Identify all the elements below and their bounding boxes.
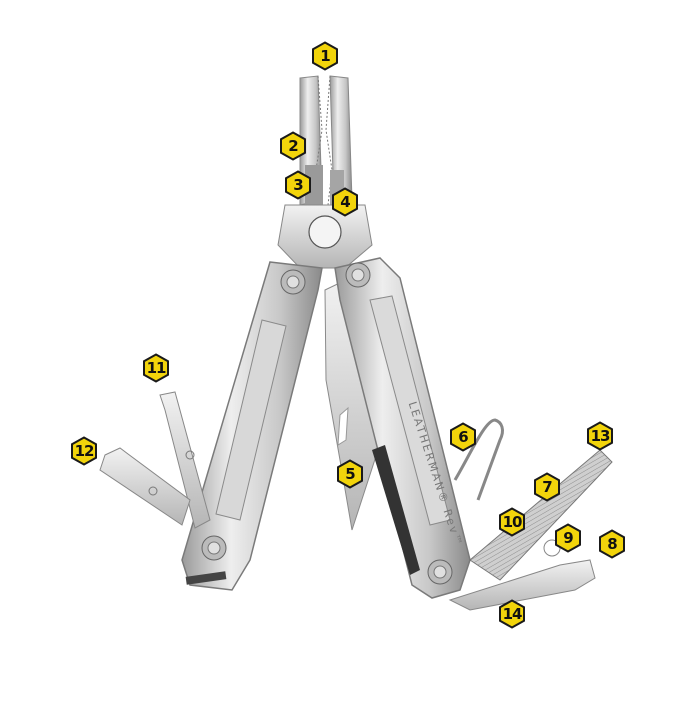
callout-number: 12 — [74, 442, 95, 460]
screwdriver-bits — [99, 391, 211, 529]
callout-number: 1 — [320, 47, 330, 65]
hexagon-icon — [450, 422, 476, 452]
hexagon-icon — [280, 131, 306, 161]
hexagon-icon — [587, 421, 613, 451]
hexagon-icon — [555, 523, 581, 553]
callout-number: 13 — [590, 427, 611, 445]
callout-number: 5 — [345, 465, 355, 483]
callout-number: 8 — [607, 535, 617, 553]
right-handle — [334, 257, 471, 599]
callout-badge-12[interactable]: 12 — [70, 436, 98, 466]
callout-badge-10[interactable]: 10 — [498, 507, 526, 537]
hexagon-icon — [312, 41, 338, 71]
callout-number: 7 — [542, 478, 552, 496]
callout-badge-6[interactable]: 6 — [449, 422, 477, 452]
callout-number: 6 — [458, 428, 468, 446]
callout-badge-3[interactable]: 3 — [284, 170, 312, 200]
hexagon-icon — [499, 507, 525, 537]
callout-badge-4[interactable]: 4 — [331, 187, 359, 217]
hexagon-icon — [534, 472, 560, 502]
callout-number: 14 — [502, 605, 523, 623]
hexagon-icon — [499, 599, 525, 629]
callout-badge-14[interactable]: 14 — [498, 599, 526, 629]
callout-badge-11[interactable]: 11 — [142, 353, 170, 383]
callout-badge-8[interactable]: 8 — [598, 529, 626, 559]
hexagon-icon — [71, 436, 97, 466]
callout-number: 11 — [146, 359, 167, 377]
callout-number: 10 — [502, 513, 523, 531]
callout-badge-9[interactable]: 9 — [554, 523, 582, 553]
hexagon-icon — [599, 529, 625, 559]
callout-number: 3 — [293, 176, 303, 194]
callout-badge-7[interactable]: 7 — [533, 472, 561, 502]
callout-badge-2[interactable]: 2 — [279, 131, 307, 161]
hexagon-icon — [143, 353, 169, 383]
callout-badge-5[interactable]: 5 — [336, 459, 364, 489]
callout-number: 9 — [563, 529, 573, 547]
hexagon-icon — [332, 187, 358, 217]
callout-badge-1[interactable]: 1 — [311, 41, 339, 71]
hexagon-icon — [337, 459, 363, 489]
callout-number: 2 — [288, 137, 298, 155]
left-handle — [181, 261, 323, 591]
right-tools — [448, 418, 613, 611]
callout-badge-13[interactable]: 13 — [586, 421, 614, 451]
hexagon-icon — [285, 170, 311, 200]
callout-number: 4 — [340, 193, 350, 211]
pliers-head — [277, 75, 373, 269]
